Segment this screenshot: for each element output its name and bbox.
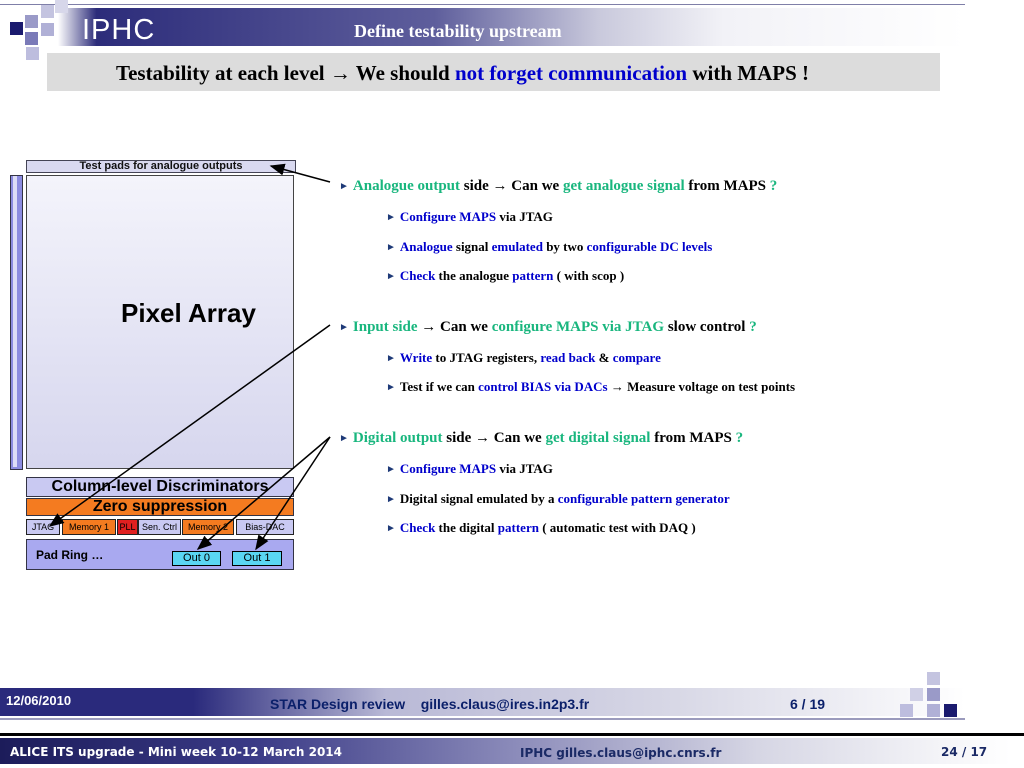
memory2-block: Memory 2 xyxy=(182,519,234,535)
bullet-triangle-icon: ► xyxy=(386,523,396,534)
outer-footer-rule xyxy=(0,733,1024,736)
input-bullet-2: ►Test if we can control BIAS via DACs → … xyxy=(386,379,796,394)
iphc-logo: IPHC xyxy=(82,14,156,46)
pixel-array-label: Pixel Array xyxy=(121,298,256,328)
digital-bullet-3: ►Check the digital pattern ( automatic t… xyxy=(386,520,696,535)
sensor-ctrl-block: Sen. Ctrl xyxy=(138,519,181,535)
analogue-heading: ►Analogue output side → Can we get analo… xyxy=(339,178,778,194)
digital-heading: ►Digital output side → Can we get digita… xyxy=(339,430,744,446)
arrow-analogue xyxy=(269,163,331,183)
slide-title: Define testability upstream xyxy=(354,21,562,41)
pixel-array-block xyxy=(26,175,294,469)
pad-ring-label: Pad Ring … xyxy=(36,548,104,562)
arrow-icon: → xyxy=(475,430,491,446)
analogue-bullet-1: ►Configure MAPS via JTAG xyxy=(386,209,553,224)
outer-footer-event: ALICE ITS upgrade - Mini week 10-12 Marc… xyxy=(10,745,343,759)
subtitle-banner xyxy=(47,53,940,91)
outer-footer-bar xyxy=(0,738,1010,764)
header-bar xyxy=(0,8,965,46)
arrow-icon: → xyxy=(421,319,437,335)
arrow-digital-out0 xyxy=(196,436,331,550)
outer-footer-page: 24 / 17 xyxy=(941,745,988,759)
arrow-digital-out1 xyxy=(255,436,331,551)
digital-bullet-1: ►Configure MAPS via JTAG xyxy=(386,461,553,476)
bullet-triangle-icon: ► xyxy=(386,382,396,393)
zero-suppression-block: Zero suppression xyxy=(26,498,294,516)
bullet-triangle-icon: ► xyxy=(386,353,396,364)
bullet-triangle-icon: ► xyxy=(386,212,396,223)
arrow-icon: → xyxy=(329,61,351,85)
inner-footer-page: 6 / 19 xyxy=(790,696,826,712)
bullet-triangle-icon: ► xyxy=(386,464,396,475)
header-top-rule xyxy=(0,4,965,5)
digital-bullet-2: ►Digital signal emulated by a configurab… xyxy=(386,491,730,506)
bullet-triangle-icon: ► xyxy=(386,242,396,253)
inner-footer-date: 12/06/2010 xyxy=(6,693,72,708)
inner-footer-title: STAR Design review gilles.claus@ires.in2… xyxy=(270,696,590,712)
side-pad-column-inner xyxy=(13,176,17,467)
test-pads-strip: Test pads for analogue outputs xyxy=(26,160,296,173)
input-bullet-1: ►Write to JTAG registers, read back & co… xyxy=(386,350,661,365)
bullet-triangle-icon: ► xyxy=(339,181,349,192)
pll-block: PLL xyxy=(117,519,138,535)
discriminators-block: Column-level Discriminators xyxy=(26,477,294,497)
bullet-triangle-icon: ► xyxy=(386,494,396,505)
bullet-triangle-icon: ► xyxy=(386,271,396,282)
bullet-triangle-icon: ► xyxy=(339,433,349,444)
arrow-icon: → xyxy=(492,178,508,194)
arrow-icon: → xyxy=(610,379,624,394)
input-heading: ►Input side → Can we configure MAPS via … xyxy=(339,319,757,335)
memory1-block: Memory 1 xyxy=(62,519,116,535)
analogue-bullet-2: ►Analogue signal emulated by two configu… xyxy=(386,239,713,254)
inner-footer-bar xyxy=(0,688,965,716)
arrow-input xyxy=(48,324,331,527)
out0-box: Out 0 xyxy=(172,551,221,566)
analogue-bullet-3: ►Check the analogue pattern ( with scop … xyxy=(386,268,625,283)
out1-box: Out 1 xyxy=(232,551,282,566)
inner-footer-rule xyxy=(0,718,965,720)
bullet-triangle-icon: ► xyxy=(339,322,349,333)
outer-footer-contact: IPHC gilles.claus@iphc.cnrs.fr xyxy=(520,746,722,760)
subtitle: Testability at each level → We should no… xyxy=(116,61,810,85)
